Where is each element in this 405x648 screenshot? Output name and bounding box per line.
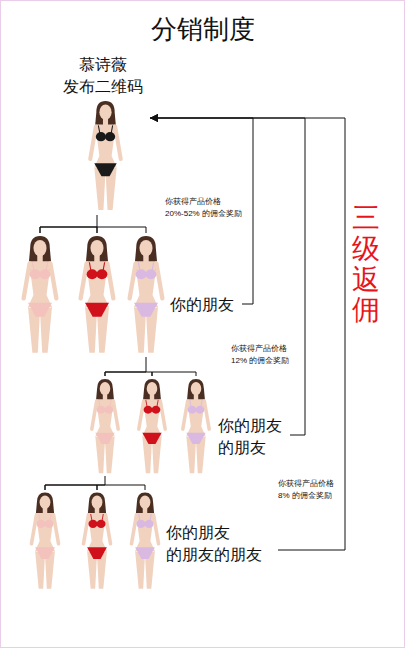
model-figure — [130, 236, 163, 353]
figure-group: 你的朋友 的朋友的朋友 — [20, 490, 278, 593]
connector — [150, 118, 253, 304]
model-figure — [90, 101, 121, 210]
connector — [45, 476, 145, 490]
model-figure — [84, 492, 111, 588]
node-label: 你的朋友 的朋友的朋友 — [166, 522, 276, 565]
model-figure — [32, 492, 59, 588]
connector — [105, 357, 196, 376]
model-figure — [24, 236, 57, 353]
commission-note: 你获得产品价格 20%-52% 的佣金奖励 — [165, 196, 249, 219]
node-label: 你的朋友 的朋友 — [218, 415, 288, 458]
model-figure — [139, 379, 165, 473]
figure-group: 你的朋友 的朋友 — [80, 376, 290, 476]
model-figure — [81, 236, 114, 353]
connector — [150, 118, 305, 435]
node-label: 慕诗薇 发布二维码 — [55, 54, 150, 97]
commission-note: 你获得产品价格 12% 的佣金奖励 — [231, 343, 301, 366]
connector — [150, 118, 345, 550]
model-figure — [183, 379, 209, 473]
commission-note: 你获得产品价格 8% 的佣金奖励 — [278, 478, 341, 501]
model-figure — [132, 492, 159, 588]
node-label: 你的朋友 — [170, 294, 240, 316]
connector — [40, 215, 146, 233]
figure-group: 慕诗薇 发布二维码 — [55, 52, 150, 215]
title: 分销制度 — [0, 12, 405, 47]
side-label: 三级返佣 — [352, 203, 380, 326]
model-figure — [92, 379, 118, 473]
figure-group: 你的朋友 — [10, 233, 242, 357]
